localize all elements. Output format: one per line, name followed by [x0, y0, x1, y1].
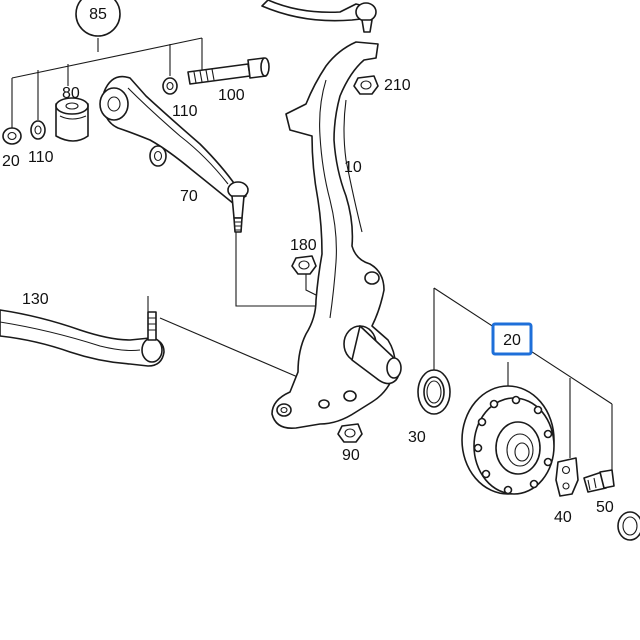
label-130: 130 — [22, 291, 49, 308]
label-180: 180 — [290, 237, 317, 254]
label-70: 70 — [180, 188, 198, 205]
nut-90-icon — [337, 423, 363, 443]
bushing-80-icon — [55, 97, 89, 142]
nut-20-icon — [2, 127, 22, 145]
steering-knuckle-10-icon — [271, 41, 402, 430]
nut-210-icon — [353, 75, 379, 95]
label-10: 10 — [344, 159, 362, 176]
label-30: 30 — [408, 429, 426, 446]
seal-30-icon — [417, 369, 451, 415]
label-90: 90 — [342, 447, 360, 464]
bolt-50-icon — [583, 469, 615, 493]
label-80: 80 — [62, 85, 80, 102]
washer-110-right-icon — [162, 77, 178, 95]
highlight-box-20 — [491, 322, 533, 356]
wheel-hub-20-icon — [461, 385, 555, 495]
label-20-hub: 20 — [503, 332, 521, 349]
label-20-nut: 20 — [2, 153, 20, 170]
tie-rod-130-icon — [0, 309, 165, 367]
control-arm-assembly — [2, 57, 270, 233]
part-number-labels: 85 80 110 100 20 110 70 10 210 180 130 2… — [2, 6, 614, 526]
callout-circle-85 — [75, 0, 121, 37]
control-arm-70-icon — [99, 75, 247, 205]
label-210: 210 — [384, 77, 411, 94]
bracket-40-icon — [555, 457, 579, 497]
bolt-100-icon — [187, 57, 270, 85]
label-85: 85 — [89, 6, 107, 23]
label-110-left: 110 — [28, 149, 54, 166]
label-110-right: 110 — [172, 103, 198, 120]
upper-arm-partial — [261, 0, 377, 33]
dust-cap-icon — [617, 511, 640, 541]
ball-joint-icon — [227, 181, 249, 233]
label-40: 40 — [554, 509, 572, 526]
label-50: 50 — [596, 499, 614, 516]
label-100: 100 — [218, 87, 245, 104]
nut-180-icon — [291, 255, 317, 275]
washer-110-left-icon — [30, 120, 46, 140]
